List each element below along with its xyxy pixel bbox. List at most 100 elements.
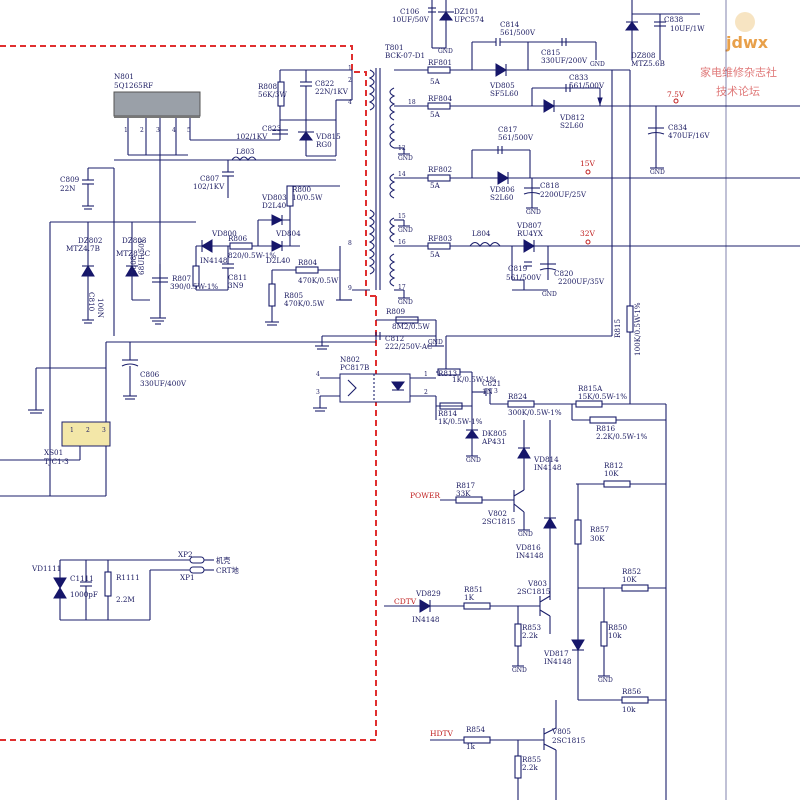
c106-value: 10UF/50V	[392, 15, 430, 24]
xs01-connector-icon	[61, 421, 111, 447]
c1111-value: 1000pF	[70, 590, 98, 599]
dz802-ref: DZ802	[78, 236, 102, 245]
r1111-value: 2.2M	[116, 595, 135, 604]
net-32v: 32V	[580, 229, 596, 238]
r808-ref: R808	[258, 82, 278, 91]
r807-value: 390/0.5W-1%	[170, 282, 218, 291]
r852-value: 10K	[622, 575, 637, 584]
ic-pin-1: 1	[124, 127, 128, 134]
c807-value: 102/1KV	[193, 182, 225, 191]
r806-resistor-icon	[229, 242, 253, 250]
tx-pin-15: 15	[398, 213, 406, 220]
gnd-label: GND	[598, 677, 613, 684]
c817-value: 561/500V	[498, 133, 534, 142]
c812-value: 222/250V-AC	[385, 342, 433, 351]
c819-value: 561/500V	[506, 273, 542, 282]
vd812-value: S2L60	[560, 121, 584, 130]
opto-pin-1: 1	[424, 371, 428, 378]
r854-resistor-icon	[463, 736, 491, 744]
l803-ref: L803	[236, 147, 255, 156]
l803-inductor-icon	[231, 156, 257, 161]
rf801-value: 5A	[430, 77, 441, 86]
vd812-diode-icon	[543, 99, 555, 113]
r855-ref: R855	[522, 755, 542, 764]
vd803-diode-icon	[271, 214, 284, 226]
r850-value: 10k	[608, 631, 622, 640]
c808-ref: C808	[129, 255, 138, 275]
r1111-ref: R1111	[116, 573, 140, 582]
r805-resistor-icon	[268, 283, 276, 307]
r807-resistor-icon	[192, 265, 200, 287]
signal-power: POWER	[410, 491, 440, 500]
ic-ref: N801	[114, 72, 134, 81]
r856-ref: R856	[622, 687, 642, 696]
r856-resistor-icon	[621, 696, 649, 704]
c834-ref: C834	[668, 123, 688, 132]
tx-pin-17: 17	[398, 284, 406, 291]
r824-value: 300K/0.5W-1%	[508, 408, 562, 417]
r852-ref: R852	[622, 567, 641, 576]
net-7-5v: 7.5V	[667, 90, 685, 99]
r857-ref: R857	[590, 525, 610, 534]
c809-value: 22N	[60, 184, 75, 193]
c814-ref: C814	[500, 20, 520, 29]
r817-ref: R817	[456, 481, 476, 490]
feedback-section: N802 PC817B 4 3 1 2 R813 1K/0.5W-1% R814…	[313, 355, 667, 800]
r817-value: 33K	[456, 489, 471, 498]
r857-resistor-icon	[574, 519, 582, 545]
r806-value: 820/0.5W-1%	[228, 251, 276, 260]
vd807-value: RU4YX	[517, 229, 544, 238]
r851-resistor-icon	[463, 602, 491, 610]
rf803-value: 5A	[430, 250, 441, 259]
c811-ref: C811	[228, 273, 247, 282]
dk805-regulator-icon	[465, 429, 479, 439]
c809-ref: C809	[60, 175, 80, 184]
vd807-diode-icon	[523, 239, 535, 253]
r812-resistor-icon	[603, 480, 631, 488]
c821-ref: C821	[482, 379, 501, 388]
tx-pin-1: 1	[348, 65, 352, 72]
vd807-ref: VD807	[516, 221, 542, 230]
r813-ref: R813	[438, 369, 458, 378]
vd806-ref: VD806	[489, 185, 515, 194]
vd800-ref: VD800	[211, 229, 237, 238]
r812-value: 10K	[604, 469, 619, 478]
tx-pin-14: 14	[398, 171, 406, 178]
signal-hdtv: HDTV	[430, 729, 454, 738]
signal-cdtv: CDTV	[394, 597, 417, 606]
c810-ref: C810	[87, 292, 96, 312]
c823-ref: C823	[262, 124, 282, 133]
net-15v: 15V	[580, 159, 596, 168]
xp1-connector-icon	[189, 566, 205, 574]
watermark-logo: jdwx	[725, 33, 769, 52]
c812-ref: C812	[385, 334, 404, 343]
r808-value: 56K/3W	[258, 90, 288, 99]
r850-resistor-icon	[600, 621, 608, 647]
gnd-label: GND	[398, 227, 413, 234]
r817-resistor-icon	[455, 496, 483, 504]
r1111-resistor-icon	[104, 571, 112, 597]
c814-value: 561/500V	[500, 28, 536, 37]
v803-ref: V803	[527, 579, 547, 588]
ic-pin-3: 3	[156, 127, 160, 134]
vd817-diode-icon	[571, 639, 585, 651]
dz808-ref: DZ808	[631, 51, 656, 60]
r855-value: 2.2k	[522, 763, 538, 772]
vd804-ref: VD804	[275, 229, 301, 238]
c808-value: 68UF/50V	[137, 237, 146, 275]
v802-ref: V802	[487, 509, 507, 518]
r809-ref: R809	[386, 307, 406, 316]
vd800-diode-icon	[201, 239, 213, 253]
r851-ref: R851	[464, 585, 483, 594]
rf802-fuse-icon	[427, 174, 451, 182]
c818-value: 2200UF/25V	[540, 190, 587, 199]
r855-resistor-icon	[514, 755, 522, 779]
rf803-ref: RF803	[428, 234, 453, 243]
r800-value: 10/0.5W	[292, 193, 323, 202]
v805-ref: V805	[551, 727, 571, 736]
xs01-pin-3: 3	[102, 427, 106, 434]
r854-value: 1k	[466, 742, 476, 751]
gnd-label: GND	[512, 667, 527, 674]
r853-resistor-icon	[514, 623, 522, 647]
tx-pin-9: 9	[348, 285, 352, 292]
